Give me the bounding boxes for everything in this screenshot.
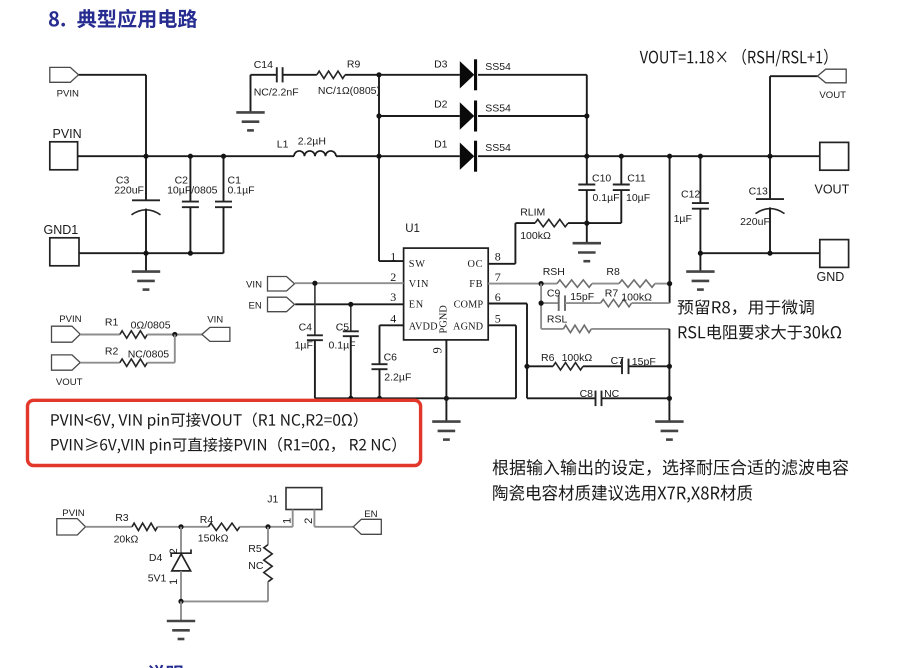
- svg-text:R4: R4: [200, 514, 214, 526]
- svg-text:C9: C9: [547, 288, 561, 300]
- svg-text:2.2µF: 2.2µF: [384, 372, 411, 384]
- svg-text:VOUT: VOUT: [56, 377, 83, 388]
- svg-text:10µF/0805: 10µF/0805: [167, 185, 218, 197]
- svg-text:R3: R3: [115, 512, 129, 524]
- svg-text:20kΩ: 20kΩ: [114, 534, 139, 546]
- svg-text:15pF: 15pF: [632, 356, 656, 368]
- svg-text:FB: FB: [469, 279, 483, 290]
- svg-text:RSL: RSL: [547, 314, 568, 326]
- svg-text:1: 1: [282, 518, 294, 524]
- svg-text:0.1µF: 0.1µF: [593, 192, 620, 204]
- svg-text:RLIM: RLIM: [520, 207, 545, 219]
- svg-text:9: 9: [431, 347, 445, 353]
- svg-text:GND: GND: [817, 270, 845, 284]
- svg-text:2: 2: [303, 518, 315, 524]
- svg-text:RSH: RSH: [543, 266, 565, 278]
- svg-text:R9: R9: [347, 59, 361, 71]
- svg-text:EN: EN: [364, 509, 377, 520]
- svg-text:R2: R2: [105, 345, 119, 357]
- svg-text:R8: R8: [606, 266, 620, 278]
- svg-text:5V1: 5V1: [148, 573, 167, 585]
- svg-text:SS54: SS54: [485, 61, 511, 73]
- svg-text:U1: U1: [405, 223, 420, 235]
- svg-text:C5: C5: [336, 321, 350, 333]
- svg-text:NC: NC: [604, 388, 620, 400]
- svg-text:C11: C11: [627, 173, 646, 185]
- svg-text:2.2µH: 2.2µH: [298, 136, 326, 148]
- svg-text:D3: D3: [434, 59, 448, 71]
- svg-text:1: 1: [390, 249, 396, 263]
- svg-text:VOUT: VOUT: [815, 182, 850, 196]
- svg-text:R6: R6: [541, 352, 555, 364]
- svg-text:4: 4: [390, 312, 396, 326]
- svg-text:SW: SW: [409, 259, 426, 270]
- svg-text:C8: C8: [580, 388, 594, 400]
- svg-text:6: 6: [495, 290, 501, 304]
- svg-text:2: 2: [390, 270, 396, 284]
- svg-text:D4: D4: [149, 552, 163, 564]
- svg-text:PVIN: PVIN: [57, 89, 79, 100]
- svg-text:C7: C7: [611, 355, 625, 367]
- svg-text:OC: OC: [467, 259, 483, 270]
- svg-text:PGND: PGND: [439, 305, 450, 334]
- svg-text:EN: EN: [249, 300, 262, 311]
- svg-text:EN: EN: [409, 300, 424, 311]
- svg-text:PVIN: PVIN: [53, 127, 82, 141]
- svg-text:NC: NC: [248, 560, 264, 572]
- svg-text:3: 3: [390, 290, 396, 304]
- svg-text:GND1: GND1: [44, 223, 79, 237]
- svg-text:7: 7: [495, 270, 501, 284]
- svg-text:C10: C10: [592, 173, 611, 185]
- svg-text:100kΩ: 100kΩ: [621, 291, 652, 303]
- svg-text:8: 8: [495, 249, 501, 263]
- svg-text:C2: C2: [175, 175, 189, 187]
- svg-text:5: 5: [495, 312, 501, 326]
- svg-text:C14: C14: [254, 59, 273, 71]
- svg-text:0Ω/0805: 0Ω/0805: [131, 320, 171, 332]
- svg-text:1: 1: [168, 579, 180, 585]
- svg-text:NC/2.2nF: NC/2.2nF: [254, 86, 299, 98]
- svg-text:2: 2: [168, 548, 180, 554]
- svg-text:C6: C6: [384, 351, 398, 363]
- svg-text:AVDD: AVDD: [409, 321, 438, 332]
- svg-text:VIN: VIN: [246, 279, 262, 290]
- svg-text:VIN: VIN: [409, 279, 429, 290]
- svg-text:15pF: 15pF: [570, 291, 594, 303]
- svg-text:R5: R5: [248, 543, 262, 555]
- svg-text:1µF: 1µF: [674, 213, 692, 225]
- svg-text:L1: L1: [277, 138, 289, 150]
- svg-text:220uF: 220uF: [740, 216, 770, 228]
- svg-text:NC/1Ω(0805): NC/1Ω(0805): [318, 85, 380, 97]
- svg-text:0.1µF: 0.1µF: [329, 339, 356, 351]
- svg-text:SS54: SS54: [485, 142, 511, 154]
- svg-text:COMP: COMP: [454, 300, 484, 311]
- svg-text:10µF: 10µF: [626, 192, 650, 204]
- svg-text:R7: R7: [605, 288, 619, 300]
- svg-text:100kΩ: 100kΩ: [520, 230, 551, 242]
- svg-text:C4: C4: [299, 321, 313, 333]
- svg-text:AGND: AGND: [453, 321, 484, 332]
- svg-text:J1: J1: [267, 494, 278, 506]
- svg-text:NC/0805: NC/0805: [128, 349, 170, 361]
- svg-text:VIN: VIN: [207, 315, 223, 326]
- svg-text:VOUT: VOUT: [819, 90, 846, 101]
- svg-text:R1: R1: [105, 317, 119, 329]
- svg-text:C1: C1: [228, 175, 242, 187]
- svg-text:D2: D2: [434, 98, 448, 110]
- svg-text:C12: C12: [681, 188, 700, 200]
- svg-text:C13: C13: [749, 185, 768, 197]
- svg-text:100kΩ: 100kΩ: [562, 352, 593, 364]
- svg-text:SS54: SS54: [485, 102, 511, 114]
- svg-text:150kΩ: 150kΩ: [198, 533, 229, 545]
- svg-text:C3: C3: [116, 175, 130, 187]
- svg-text:220uF: 220uF: [114, 185, 144, 197]
- svg-text:D1: D1: [434, 138, 448, 150]
- svg-text:1µF: 1µF: [295, 339, 313, 351]
- svg-text:PVIN: PVIN: [59, 314, 81, 325]
- svg-text:PVIN: PVIN: [62, 508, 84, 519]
- svg-text:0.1µF: 0.1µF: [228, 185, 255, 197]
